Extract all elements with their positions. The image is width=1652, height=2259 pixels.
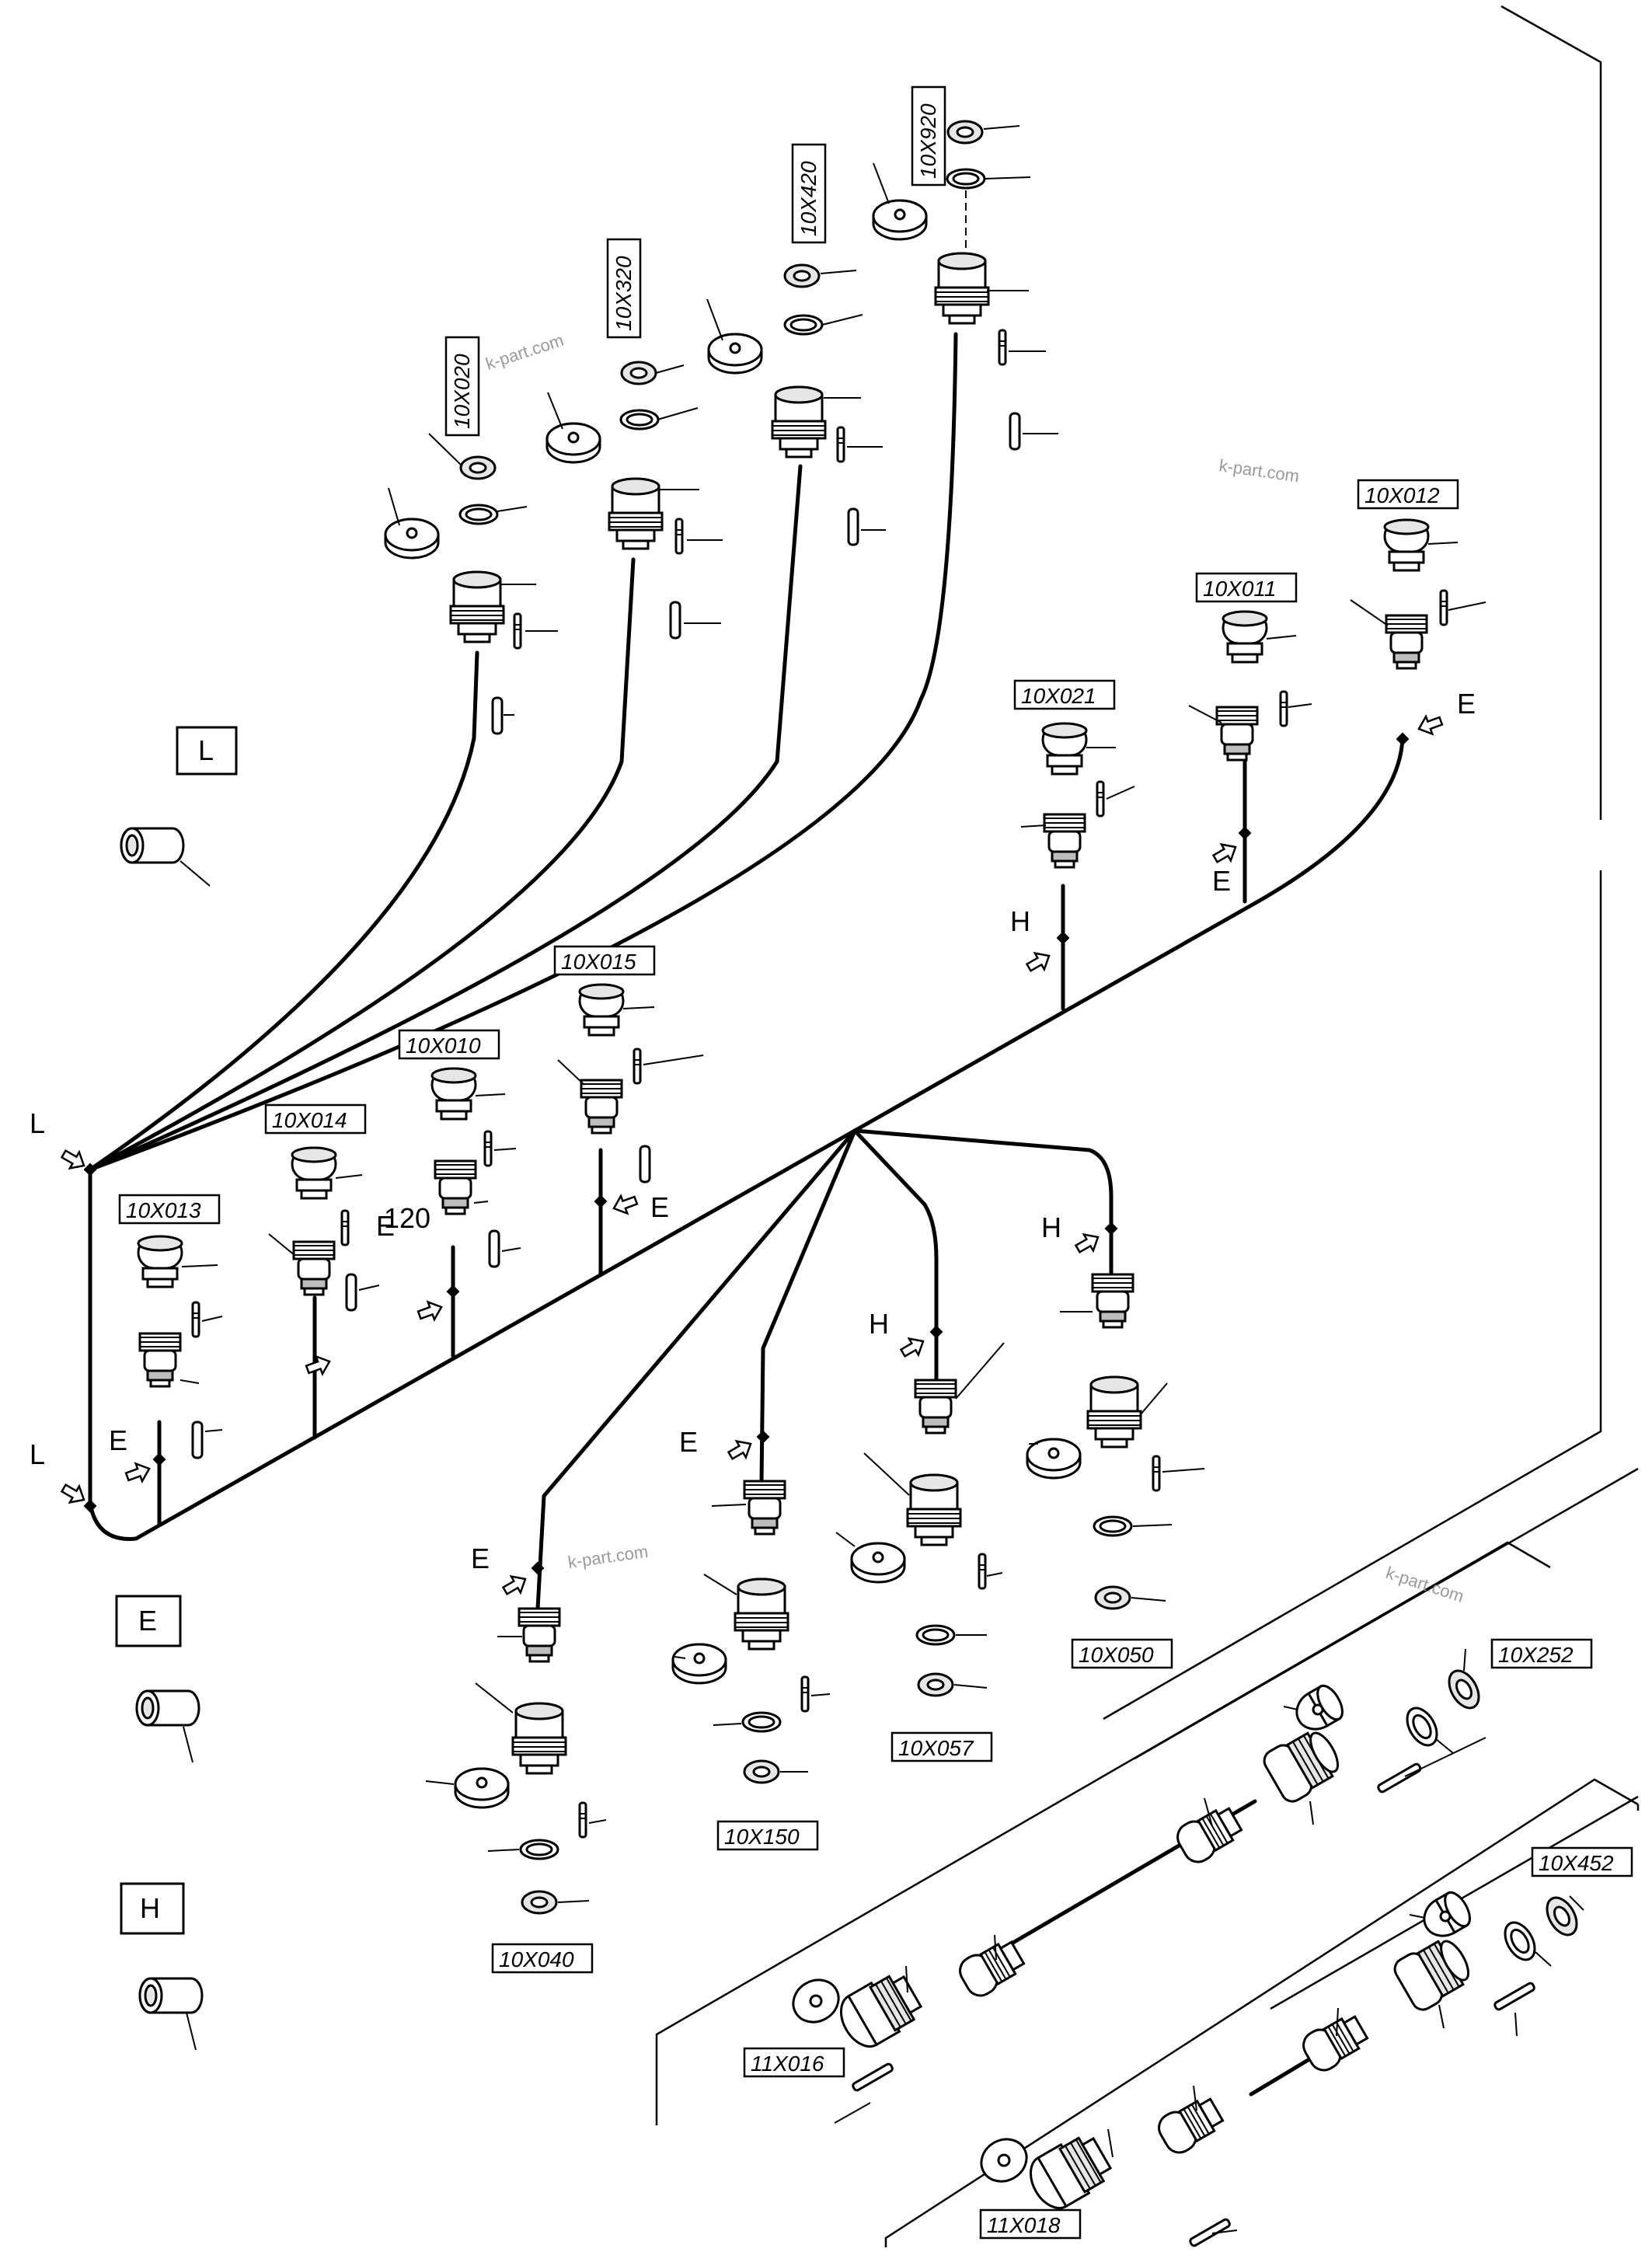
location-letters: L L E E E E E E E H H H 120 xyxy=(30,688,1476,1574)
label-10X015: 10X015 xyxy=(553,945,656,976)
svg-text:E: E xyxy=(138,1605,157,1637)
svg-text:10X057: 10X057 xyxy=(898,1736,974,1760)
callout-E-3: E xyxy=(650,1191,669,1223)
watermark-1: k-part.com xyxy=(483,330,566,374)
svg-text:10X420: 10X420 xyxy=(796,161,821,236)
connector-10X050 xyxy=(1026,1273,1205,1610)
label-10X013: 10X013 xyxy=(118,1194,221,1225)
label-10X012: 10X012 xyxy=(1357,479,1459,510)
svg-text:10X252: 10X252 xyxy=(1498,1643,1574,1667)
svg-text:10X021: 10X021 xyxy=(1021,684,1096,708)
legend: L E H xyxy=(115,726,238,2051)
svg-text:10X014: 10X014 xyxy=(272,1108,347,1132)
label-10X420: 10X420 xyxy=(791,143,827,244)
callout-E-1: E xyxy=(109,1424,127,1456)
svg-text:10X020: 10X020 xyxy=(450,354,474,429)
callout-E-6: E xyxy=(471,1543,490,1574)
connector-10X040 xyxy=(425,1607,607,1915)
connector-10X420 xyxy=(706,263,886,546)
label-10X920: 10X920 xyxy=(911,85,946,187)
label-10X040: 10X040 xyxy=(491,1943,594,1974)
connector-10X015 xyxy=(557,983,704,1184)
watermark-2: k-part.com xyxy=(1218,455,1300,486)
svg-text:10X011: 10X011 xyxy=(1203,577,1276,601)
label-10X452: 10X452 xyxy=(1531,1846,1633,1877)
connector-10X014 xyxy=(268,1146,380,1312)
legend-E: E xyxy=(115,1595,200,1763)
svg-text:10X452: 10X452 xyxy=(1539,1851,1614,1875)
connector-10X320 xyxy=(545,361,723,640)
label-10X050: 10X050 xyxy=(1071,1638,1173,1669)
label-10X021: 10X021 xyxy=(1013,679,1116,710)
callout-E-5: E xyxy=(1457,688,1476,720)
svg-text:10X050: 10X050 xyxy=(1079,1643,1154,1667)
svg-text:10X012: 10X012 xyxy=(1364,483,1440,507)
label-10X010: 10X010 xyxy=(398,1029,500,1060)
connector-10X013 xyxy=(137,1235,223,1459)
connector-10X020 xyxy=(384,433,558,735)
assembly-11X016-10X252 xyxy=(792,1648,1486,2124)
callout-L-1: L xyxy=(30,1107,45,1139)
callout-L-2: L xyxy=(30,1438,45,1470)
svg-text:10X150: 10X150 xyxy=(724,1825,800,1849)
connector-10X057 xyxy=(835,1342,1005,1697)
connector-10X011 xyxy=(1188,610,1312,762)
svg-text:11X016: 11X016 xyxy=(751,2052,824,2076)
label-10X057: 10X057 xyxy=(890,1731,993,1762)
callout-H-3: H xyxy=(1041,1211,1061,1243)
callout-E-2: E xyxy=(376,1210,395,1242)
legend-H: H xyxy=(120,1882,204,2051)
svg-text:10X040: 10X040 xyxy=(499,1947,574,1971)
callout-H-1: H xyxy=(1010,905,1030,937)
label-11X016: 11X016 xyxy=(743,2047,845,2078)
svg-text:10X920: 10X920 xyxy=(916,103,940,179)
callout-H-2: H xyxy=(869,1308,889,1340)
svg-text:11X018: 11X018 xyxy=(987,2213,1061,2237)
callout-E-4: E xyxy=(1212,865,1231,897)
svg-text:10X320: 10X320 xyxy=(612,256,636,331)
callout-E-7: E xyxy=(679,1426,698,1458)
svg-text:10X013: 10X013 xyxy=(126,1198,201,1222)
label-10X020: 10X020 xyxy=(444,336,480,437)
svg-text:10X010: 10X010 xyxy=(406,1034,481,1058)
label-10X150: 10X150 xyxy=(716,1820,819,1851)
connector-10X010 xyxy=(430,1067,521,1268)
frame-lines xyxy=(655,5,1640,2247)
watermark-3: k-part.com xyxy=(566,1542,649,1572)
connector-10X012 xyxy=(1350,518,1486,670)
connector-10X920 xyxy=(872,120,1058,451)
label-10X320: 10X320 xyxy=(606,238,642,339)
label-10X252: 10X252 xyxy=(1490,1638,1593,1669)
label-10X014: 10X014 xyxy=(264,1103,367,1135)
connector-10X150 xyxy=(671,1480,831,1784)
legend-L: L xyxy=(120,726,238,887)
item-number-120: 120 xyxy=(384,1202,430,1234)
connector-labels: 10X020 10X320 10X420 10X920 10X012 10X01… xyxy=(118,85,1633,2240)
svg-text:L: L xyxy=(198,734,214,766)
watermark-4: k-part.com xyxy=(1383,1563,1466,1606)
assembly-11X018-10X452 xyxy=(980,1891,1584,2247)
connector-10X021 xyxy=(1020,722,1135,869)
svg-text:H: H xyxy=(140,1892,160,1924)
svg-text:10X015: 10X015 xyxy=(561,950,636,974)
label-11X018: 11X018 xyxy=(979,2208,1082,2240)
label-10X011: 10X011 xyxy=(1195,572,1298,603)
